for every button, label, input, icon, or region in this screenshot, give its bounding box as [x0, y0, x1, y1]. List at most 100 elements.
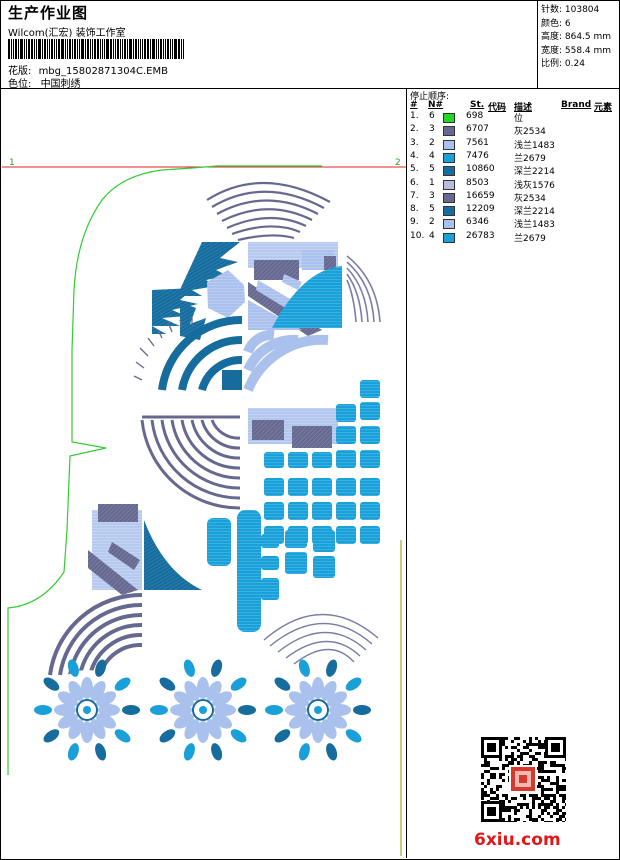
legend-header-st: St. — [470, 100, 485, 110]
flower-outer-petal — [326, 743, 338, 761]
header-divider — [0, 88, 619, 89]
tile — [336, 426, 356, 444]
lower-left-arcs — [48, 592, 143, 676]
legend-header-n: N# — [428, 100, 444, 110]
grey-semicircle-rings — [140, 419, 241, 510]
legend-color-swatch — [443, 206, 455, 217]
legend-row-num: 5. — [410, 164, 419, 175]
flower-outer-petal — [298, 743, 310, 761]
pattern-label: 花版: — [8, 66, 32, 77]
flower-outer-petal — [238, 705, 256, 715]
legend-row-n: 2 — [429, 217, 435, 228]
flower-outer-petal — [353, 705, 371, 715]
legend-row-desc: 兰2679 — [514, 233, 546, 244]
color-label: 色位: — [8, 79, 32, 90]
tile — [312, 452, 332, 468]
tile — [336, 502, 356, 520]
cutting-outline — [7, 165, 322, 775]
flower-inner-petal — [197, 721, 209, 743]
flower-outer-petal — [183, 659, 195, 677]
qr-code-image — [481, 737, 568, 824]
legend-header-code: 代码 — [488, 103, 507, 113]
legend-row-num: 2. — [410, 124, 419, 135]
legend-row-stitches: 8503 — [466, 177, 489, 188]
flower-inner-petal — [81, 721, 93, 743]
flower-outer-petal — [95, 659, 107, 677]
legend-row-stitches: 6346 — [466, 217, 489, 228]
legend-color-swatch — [443, 166, 455, 177]
watermark-site: 6xiu.com — [474, 830, 561, 850]
tile — [312, 502, 332, 520]
legend-row-desc: 浅兰1483 — [514, 220, 555, 231]
tile — [336, 452, 356, 468]
tile — [336, 526, 356, 544]
legend-color-swatch — [443, 232, 455, 243]
flower-outer-petal — [43, 677, 60, 691]
legend-row-num: 3. — [410, 137, 419, 148]
legend-header-elem: 元素 — [594, 103, 613, 113]
flower-outer-petal — [67, 743, 79, 761]
legend-row-stitches: 7476 — [466, 150, 489, 161]
flower-outer-petal — [122, 705, 140, 715]
legend-row-n: 1 — [429, 177, 435, 188]
flower-center-dot — [314, 706, 322, 714]
flower-inner-petal — [96, 691, 117, 707]
stats-panel: 针数: 103804 颜色: 6 高度: 864.5 mm 宽度: 558.4 … — [541, 4, 617, 72]
flower-row — [34, 659, 371, 761]
flower-inner-petal — [212, 691, 233, 707]
header: 生产作业图 Wilcom(汇宏) 装饰工作室 花版: mbg_158028713… — [5, 2, 535, 90]
legend-header-desc: 描述 — [514, 103, 533, 113]
light-blue-diamond — [207, 270, 245, 318]
vertical-pills — [207, 510, 335, 632]
flower-outer-petal — [265, 705, 283, 715]
quarter-fan-blue — [272, 255, 381, 328]
flower-inner-petal — [54, 704, 76, 716]
flower-inner-petal — [285, 704, 307, 716]
legend-row-stitches: 10860 — [466, 164, 495, 175]
flower-outer-petal — [159, 729, 176, 743]
legend-row-n: 4 — [429, 230, 435, 241]
flower-center-dot — [83, 706, 91, 714]
legend-row-n: 3 — [429, 190, 435, 201]
tile — [360, 402, 380, 420]
flower-outer-petal — [326, 659, 338, 677]
legend-row-desc: 深兰2214 — [514, 167, 555, 178]
legend-row-num: 9. — [410, 217, 419, 228]
flower-outer-petal — [230, 729, 247, 743]
stat-colors: 颜色: 6 — [541, 18, 571, 29]
embroidery-artwork: 1 2 — [2, 158, 406, 856]
left-stitch-block — [88, 504, 142, 595]
flower-inner-petal — [312, 677, 324, 699]
legend-divider — [406, 88, 407, 858]
flower-inner-petal — [288, 713, 309, 729]
legend-row-n: 5 — [429, 164, 435, 175]
legend-color-swatch — [443, 113, 455, 123]
legend-row-num: 7. — [410, 190, 419, 201]
tile — [264, 452, 284, 468]
legend-row-n: 2 — [429, 137, 435, 148]
color-line: 色位: 中国刺绣 — [8, 75, 81, 90]
flower-outer-petal — [298, 659, 310, 677]
legend-color-swatch — [443, 126, 455, 137]
lower-right-arcs — [263, 613, 379, 665]
legend-row-stitches: 698 — [466, 111, 484, 121]
legend-row-n: 6 — [429, 111, 435, 121]
flower-outer-petal — [274, 729, 291, 743]
flower-outer-petal — [43, 729, 60, 743]
stat-stitches: 针数: 103804 — [541, 5, 600, 15]
legend-header-num: # — [410, 100, 418, 110]
flower-outer-petal — [114, 729, 131, 743]
legend-row-stitches: 16659 — [466, 190, 495, 201]
flower-outer-petal — [211, 659, 223, 677]
tile — [336, 404, 356, 422]
flower-inner-petal — [173, 713, 194, 729]
legend-color-swatch — [443, 179, 455, 190]
legend-row-desc: 兰2679 — [514, 153, 546, 164]
flower-outer-petal — [95, 743, 107, 761]
tile — [360, 450, 380, 468]
tile — [264, 478, 284, 496]
